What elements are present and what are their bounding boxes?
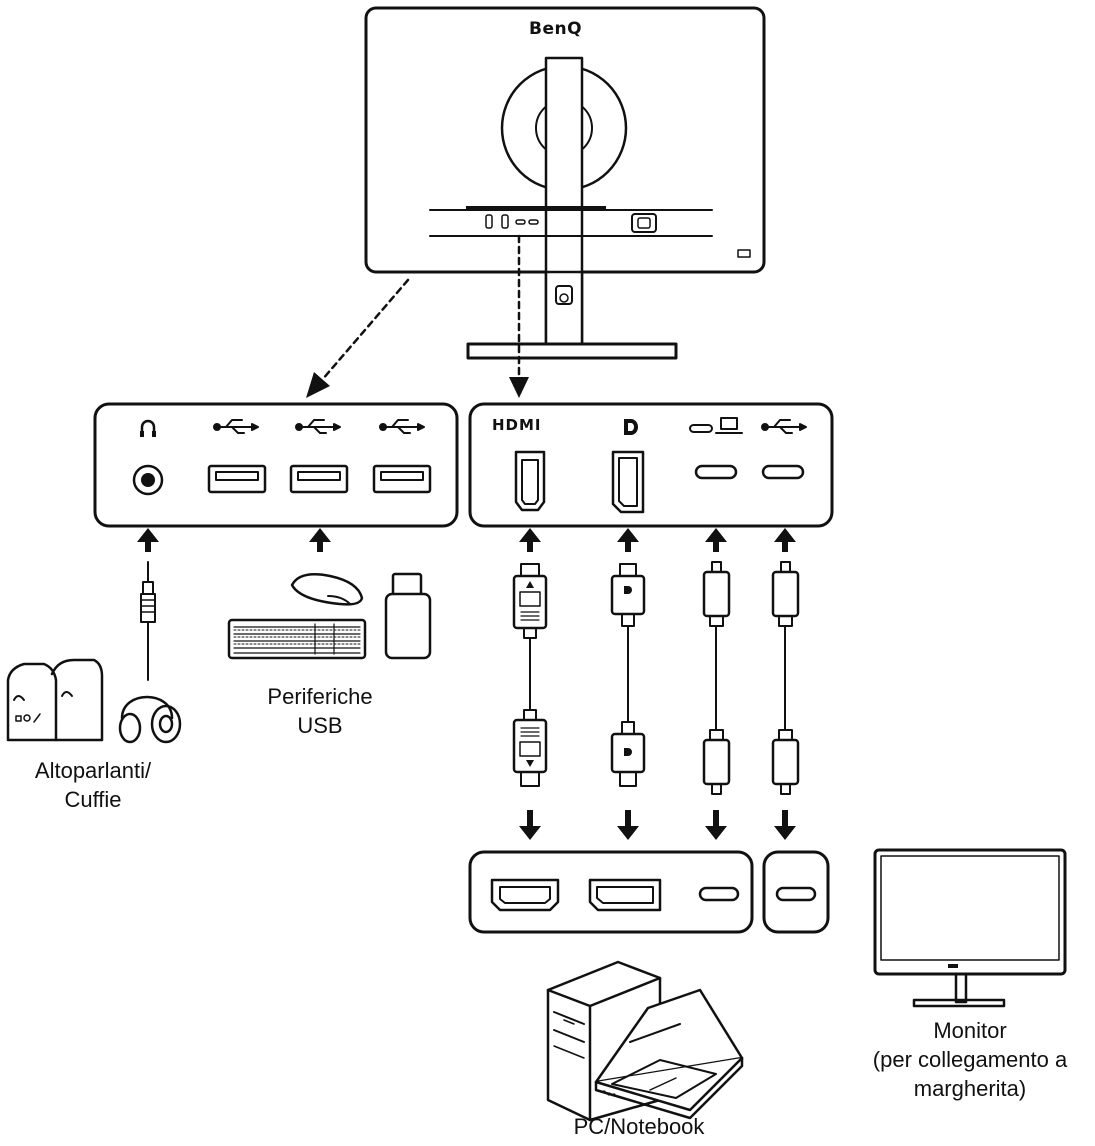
usb-a-port [289, 464, 349, 494]
rear-kensington-icon [737, 249, 751, 258]
monitor-rear-view [364, 6, 766, 360]
rear-power-port [631, 213, 657, 233]
monitor-stand-neck [544, 270, 584, 346]
audio-cable [140, 561, 156, 681]
monitor-daisy-chain-label: Monitor (per collegamento a margherita) [872, 1018, 1068, 1101]
hdmi-icon: HDMI [492, 416, 542, 434]
hdmi-port [514, 450, 546, 512]
usb-icon [295, 419, 341, 434]
rear-usbc-port-1 [515, 219, 526, 225]
headphones-device [118, 695, 182, 744]
usb-c-port [761, 464, 805, 480]
zoom-pointers [306, 234, 529, 398]
displayport-cable [610, 563, 646, 787]
usb-peripherals-label: Periferiche USB [267, 684, 373, 738]
usb-c-icon [689, 424, 713, 433]
monitor-stand-base [466, 342, 678, 360]
usb-c-cable [702, 561, 731, 795]
pc-displayport-port [588, 878, 662, 912]
usb-icon [213, 419, 259, 434]
daisy-chain-monitor [873, 848, 1067, 1008]
usb-a-port [207, 464, 267, 494]
displayport-icon [624, 419, 638, 435]
rear-dp-port-icon [501, 214, 509, 229]
pc-usb-c-port [698, 886, 740, 902]
brand-logo: BenQ [529, 19, 583, 39]
down-arrows [519, 810, 796, 840]
usb-icon [379, 419, 425, 434]
rear-usbc-port-2 [528, 219, 539, 225]
audio-jack-port [132, 464, 164, 496]
usb-drive-device [384, 572, 432, 660]
rear-hdmi-port-icon [485, 214, 493, 229]
usb-a-port [372, 464, 432, 494]
monitor2-usb-c-port [775, 886, 817, 902]
keyboard-device [227, 618, 367, 660]
pc-notebook-device [546, 960, 744, 1122]
pc-notebook-label: PC/Notebook [573, 1114, 705, 1139]
up-arrows [137, 528, 796, 552]
hdmi-cable [512, 563, 548, 787]
speakers-device [6, 658, 104, 742]
headphone-icon [140, 419, 156, 434]
mouse-device [290, 573, 364, 606]
usb-icon [761, 419, 807, 434]
rear-lock-slot [555, 285, 573, 305]
usb-c-port [694, 464, 738, 480]
pc-port-panel [468, 850, 830, 934]
pc-hdmi-port [490, 878, 560, 912]
usb-c-cable [771, 561, 800, 795]
left-port-panel [93, 402, 459, 528]
right-port-panel [468, 402, 834, 528]
laptop-icon [715, 417, 743, 434]
displayport-port [611, 450, 645, 514]
speakers-headphones-label: Altoparlanti/ Cuffie [34, 758, 152, 812]
